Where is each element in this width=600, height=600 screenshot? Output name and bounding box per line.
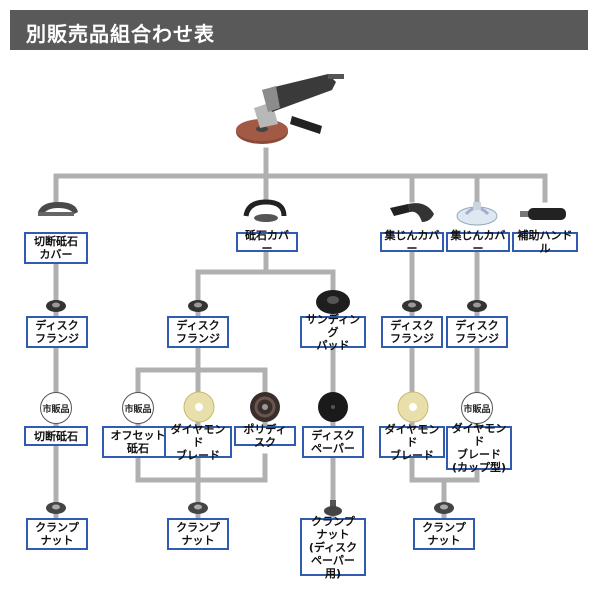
diamond-blade-label: ダイヤモンド ブレード xyxy=(379,423,445,462)
clear-dust-collection-cover-icon xyxy=(456,202,498,226)
clamp-nut-icon xyxy=(188,502,208,514)
disc-flange-label: ディスク フランジ xyxy=(167,316,229,348)
disc-flange-label: ディスク フランジ xyxy=(446,316,508,348)
market-product-badge: 市販品 xyxy=(461,392,493,424)
disc-flange-icon xyxy=(467,300,487,312)
aux-handle-label: 補助ハンドル xyxy=(512,229,578,255)
poly-disc-icon xyxy=(250,392,280,422)
cut-wheel-cover-label: 切断砥石 カバー xyxy=(24,232,88,264)
clamp-nut-icon xyxy=(434,502,454,514)
diamond-blade-label: ダイヤモンド ブレード xyxy=(164,423,232,462)
page-title: 別販売品組合わせ表 xyxy=(26,22,215,46)
grinder-icon xyxy=(236,74,344,144)
header-bar: 別販売品組合わせ表 xyxy=(10,10,588,50)
disc-flange-icon xyxy=(402,300,422,312)
clamp-nut-icon xyxy=(324,500,342,516)
clamp-nut-disc-paper-label: クランプ ナット (ディスク ペーパー用) xyxy=(300,515,366,580)
clamp-nut-label: クランプ ナット xyxy=(413,518,475,550)
market-product-badge: 市販品 xyxy=(122,392,154,424)
auxiliary-handle-icon xyxy=(520,208,566,220)
dust-cover-label: 集じんカバー xyxy=(446,229,510,255)
clamp-nut-icon xyxy=(46,502,66,514)
sanding-pad-label: サンディング パッド xyxy=(300,313,366,352)
grinding-wheel-cover-icon xyxy=(243,199,287,222)
disc-flange-icon xyxy=(46,300,66,312)
disc-flange-label: ディスク フランジ xyxy=(381,316,443,348)
dust-collection-cover-icon xyxy=(390,203,434,222)
poly-disc-label: ポリディスク xyxy=(234,423,296,449)
clamp-nut-label: クランプ ナット xyxy=(26,518,88,550)
cut-wheel-label: 切断砥石 xyxy=(24,426,88,446)
grinding-wheel-cover-label: 砥石カバー xyxy=(236,229,298,255)
clamp-nut-label: クランプ ナット xyxy=(167,518,229,550)
disc-flange-label: ディスク フランジ xyxy=(26,316,88,348)
disc-flange-icon xyxy=(188,300,208,312)
diamond-blade-icon xyxy=(397,391,429,423)
disc-paper-icon xyxy=(318,392,348,422)
diamond-blade-cup-label: ダイヤモンド ブレード (カップ型) xyxy=(446,422,512,474)
disc-paper-label: ディスク ペーパー xyxy=(302,426,364,458)
cutting-wheel-cover-icon xyxy=(38,202,78,216)
diamond-blade-icon xyxy=(183,391,215,423)
sanding-pad-icon xyxy=(316,290,350,314)
dust-cover-label: 集じんカバー xyxy=(380,229,444,255)
market-product-badge: 市販品 xyxy=(40,392,72,424)
